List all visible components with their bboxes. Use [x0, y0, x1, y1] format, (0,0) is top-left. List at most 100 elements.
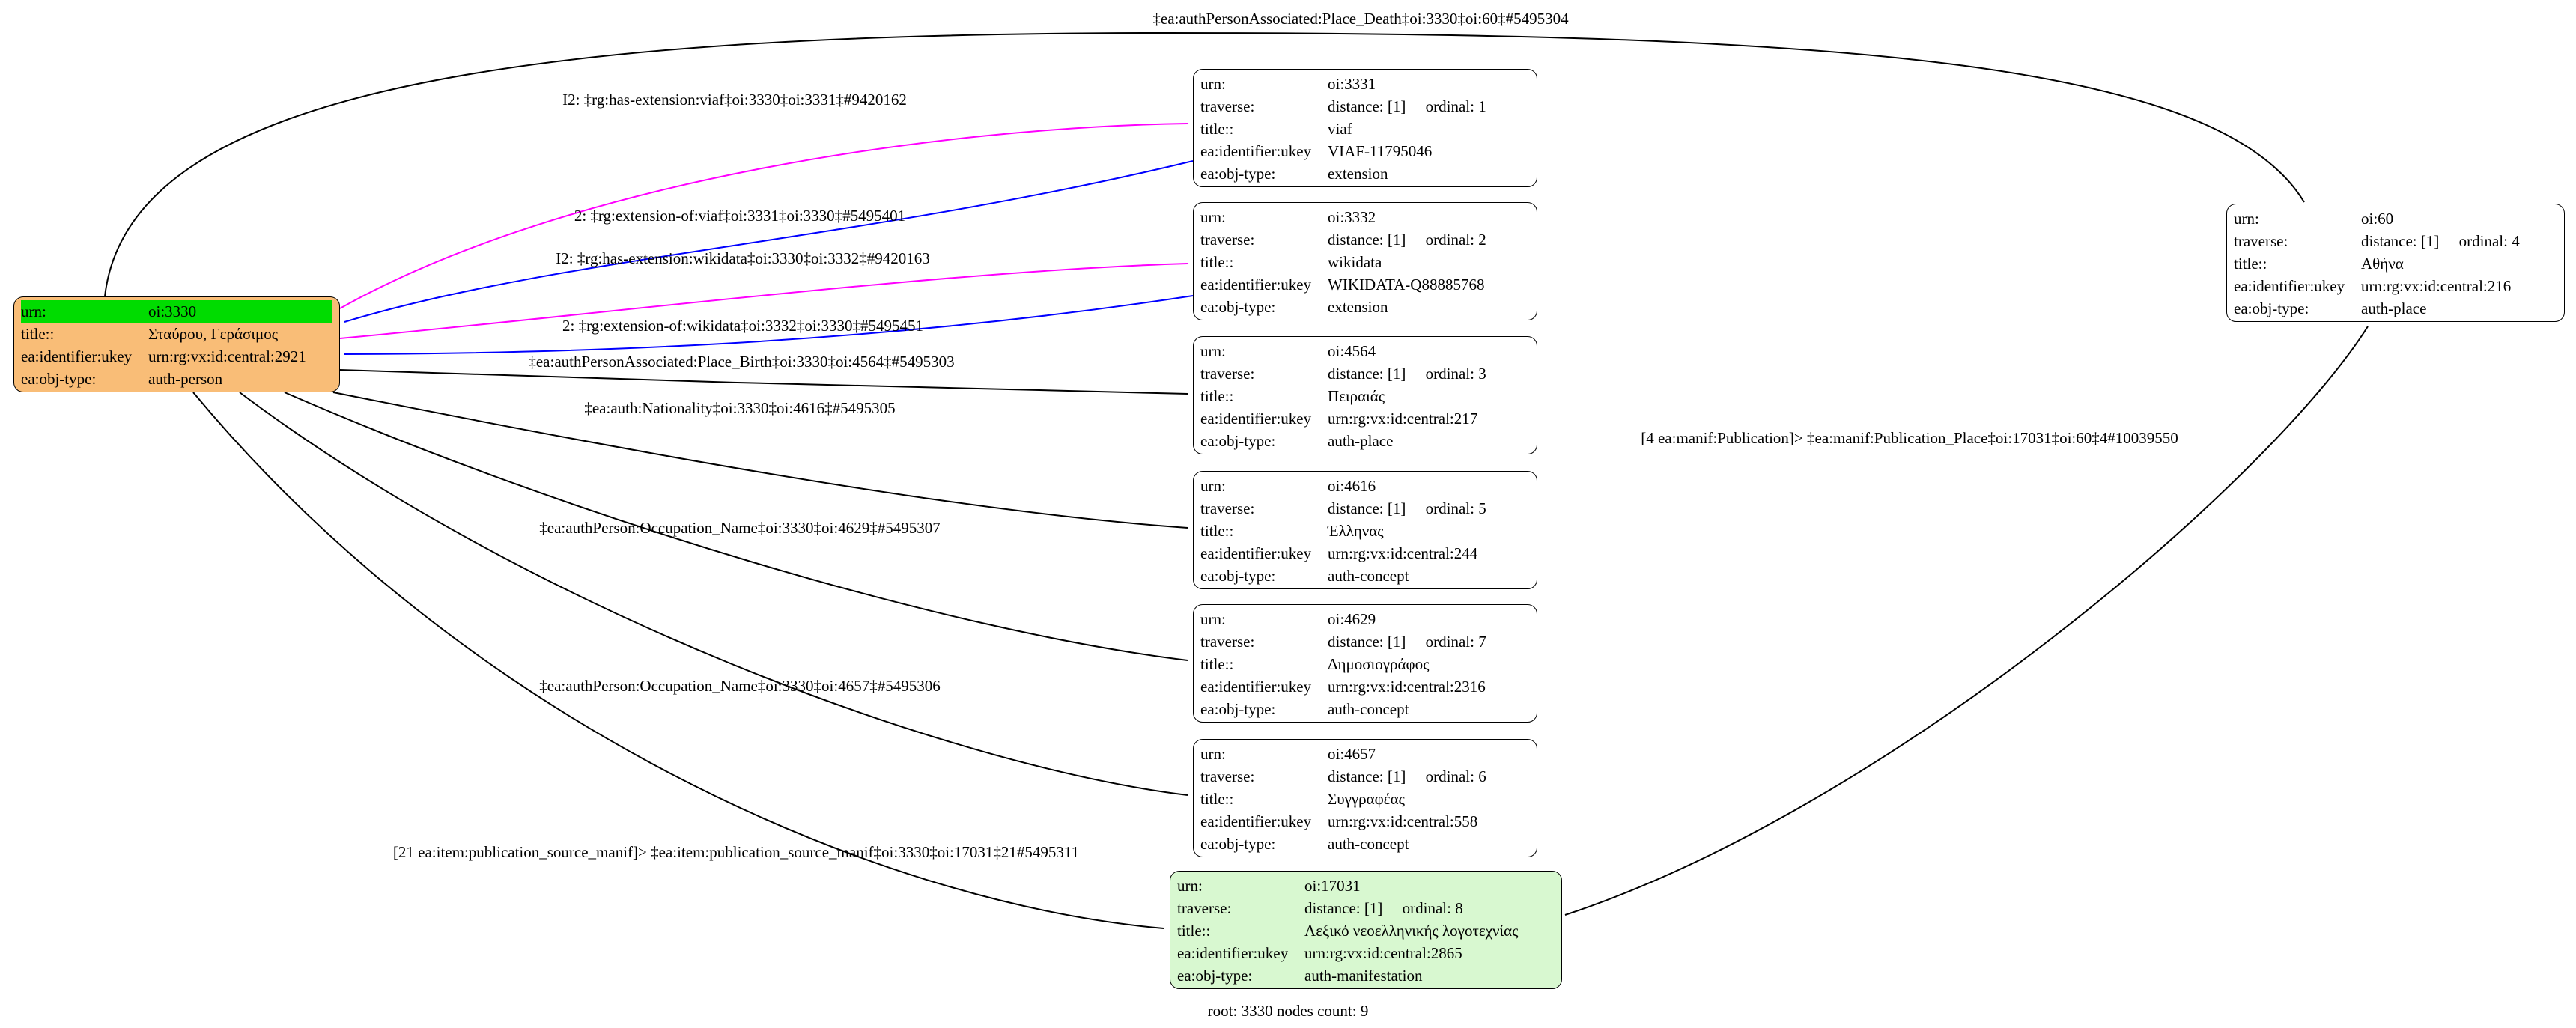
node-row: urn:oi:4564: [1200, 340, 1530, 362]
field-label: traverse:: [1177, 899, 1232, 917]
field-value: urn:rg:vx:id:central:2316: [1328, 678, 1486, 696]
field-value: oi:60: [2361, 210, 2394, 228]
edge-label-publication-place: [4 ea:manif:Publication]> ‡ea:manif:Publ…: [1641, 429, 2178, 447]
node-row: traverse:distance: [1] ordinal: 1: [1200, 95, 1530, 118]
node-row: traverse:distance: [1] ordinal: 7: [1200, 630, 1530, 653]
node-row: ea:identifier:ukey WIKIDATA-Q88885768: [1200, 273, 1530, 296]
field-value: distance: [1] ordinal: 6: [1328, 767, 1486, 785]
node-row: traverse:distance: [1] ordinal: 4: [2234, 230, 2557, 252]
field-value: oi:3330: [148, 302, 197, 320]
node-row: title::Πειραιάς: [1200, 385, 1530, 407]
node-row: ea:obj-type:auth-manifestation: [1177, 964, 1555, 987]
field-label: urn:: [1177, 877, 1203, 895]
node-row: urn:oi:60: [2234, 207, 2557, 230]
field-label: ea:obj-type:: [1200, 835, 1276, 853]
field-value: WIKIDATA-Q88885768: [1328, 276, 1485, 294]
node-row: traverse: distance: [1] ordinal: 5: [1200, 497, 1530, 520]
node-row: ea:obj-type:extension: [1200, 162, 1530, 185]
node-row: ea:obj-type: auth-person: [21, 368, 332, 390]
field-value: Συγγραφέας: [1328, 790, 1405, 808]
node-row: ea:obj-type: auth-concept: [1200, 833, 1530, 855]
edge-label-occupation-4657: ‡ea:authPerson:Occupation_Name‡oi:3330‡o…: [539, 677, 940, 695]
field-value: Λεξικό νεοελληνικής λογοτεχνίας: [1304, 922, 1519, 940]
field-value: urn:rg:vx:id:central:2865: [1304, 944, 1462, 962]
field-value: oi:3332: [1328, 208, 1376, 226]
edge-place-birth: [339, 369, 1188, 395]
field-label: ea:identifier:ukey: [1200, 142, 1312, 160]
field-value: auth-person: [148, 370, 223, 388]
field-label: title::: [2234, 255, 2267, 273]
field-label: ea:obj-type:: [2234, 299, 2309, 317]
field-value: viaf: [1328, 120, 1352, 138]
field-value: auth-concept: [1328, 700, 1409, 718]
field-value: urn:rg:vx:id:central:2921: [148, 347, 306, 365]
node-row: title::wikidata: [1200, 251, 1530, 273]
field-label: ea:identifier:ukey: [1200, 410, 1312, 428]
field-value: distance: [1] ordinal: 5: [1328, 499, 1486, 517]
node-row: urn:oi:17031: [1177, 875, 1555, 897]
node-row: traverse: distance: [1] ordinal: 8: [1177, 897, 1555, 919]
field-value: oi:3331: [1328, 75, 1376, 93]
field-label: ea:identifier:ukey: [1200, 678, 1312, 696]
node-row: ea:obj-type: auth-concept: [1200, 698, 1530, 720]
node-row: title::Αθήνα: [2234, 252, 2557, 275]
node-oi-4657: urn: oi:4657 traverse: distance: [1] ordina…: [1193, 739, 1537, 857]
field-label: ea:obj-type:: [1200, 567, 1276, 585]
node-row: title::Λεξικό νεοελληνικής λογοτεχνίας: [1177, 919, 1555, 942]
field-label: ea:obj-type:: [1200, 700, 1276, 718]
edge-publication-source-manif: [192, 392, 1164, 929]
field-label: title::: [1200, 522, 1234, 540]
field-label: ea:obj-type:: [21, 370, 97, 388]
field-value: Πειραιάς: [1328, 387, 1385, 405]
node-row: title::Έλληνας: [1200, 520, 1530, 542]
node-row: title::Συγγραφέας: [1200, 788, 1530, 810]
edge-label-place-birth: ‡ea:authPersonAssociated:Place_Birth‡oi:…: [528, 353, 954, 371]
field-label: traverse:: [1200, 231, 1255, 249]
edge-nationality: [332, 392, 1188, 529]
field-value: urn:rg:vx:id:central:558: [1328, 812, 1478, 830]
field-label: ea:identifier:ukey: [1200, 276, 1312, 294]
field-value: oi:4657: [1328, 745, 1376, 763]
field-value: Αθήνα: [2361, 255, 2404, 273]
field-value: oi:4616: [1328, 477, 1376, 495]
field-value: Έλληνας: [1328, 522, 1384, 540]
node-row: ea:identifier:ukey urn:rg:vx:id:central:2…: [1200, 407, 1530, 430]
node-row: urn:oi:3330: [21, 300, 332, 323]
field-value: extension: [1328, 298, 1388, 316]
node-row: title::viaf: [1200, 118, 1530, 140]
node-row: ea:obj-type: auth-concept: [1200, 565, 1530, 587]
node-row: traverse: distance: [1] ordinal: 6: [1200, 765, 1530, 788]
field-value: auth-concept: [1328, 567, 1409, 585]
field-value: auth-concept: [1328, 835, 1409, 853]
field-label: ea:obj-type:: [1200, 298, 1276, 316]
edge-extension-of-viaf: [344, 160, 1194, 323]
node-row: ea:obj-type: extension: [1200, 296, 1530, 318]
field-value: oi:4564: [1328, 342, 1376, 360]
field-label: traverse:: [1200, 767, 1255, 785]
edge-label-extension-of-viaf: 2: ‡rg:extension-of:viaf‡oi:3331‡oi:3330…: [574, 207, 905, 225]
field-label: urn:: [1200, 610, 1226, 628]
field-label: traverse:: [1200, 499, 1255, 517]
field-label: traverse:: [1200, 97, 1255, 115]
edge-label-nationality: ‡ea:auth:Nationality‡oi:3330‡oi:4616‡#54…: [584, 399, 895, 417]
field-value: distance: [1] ordinal: 8: [1304, 899, 1463, 917]
field-label: urn:: [1200, 477, 1226, 495]
node-row: urn:oi:3331: [1200, 73, 1530, 95]
field-label: title::: [1200, 253, 1234, 271]
node-row: traverse:distance: [1] ordinal: 2: [1200, 228, 1530, 251]
field-value: urn:rg:vx:id:central:217: [1328, 410, 1478, 428]
field-label: title::: [1177, 922, 1211, 940]
edge-has-extension-viaf: [339, 123, 1188, 309]
field-label: title::: [1200, 120, 1234, 138]
edge-has-extension-wikidata: [339, 263, 1188, 339]
field-label: title::: [1200, 655, 1234, 673]
field-label: urn:: [1200, 745, 1226, 763]
field-value: distance: [1] ordinal: 4: [2361, 232, 2520, 250]
field-value: auth-place: [2361, 299, 2427, 317]
field-label: ea:identifier:ukey: [2234, 277, 2345, 295]
